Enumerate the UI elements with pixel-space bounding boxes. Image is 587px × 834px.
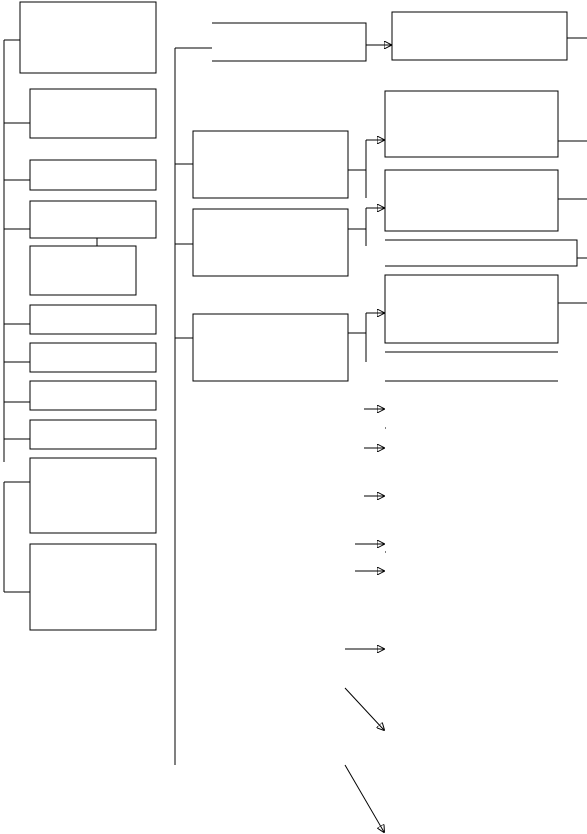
- left-box-2: [29, 159, 157, 191]
- diagonal-arrow-1: [344, 687, 384, 730]
- middle-box-1: [192, 130, 349, 199]
- left-box-4: [29, 304, 157, 335]
- left-box-8: [29, 457, 157, 534]
- branch-3: [348, 332, 367, 362]
- left-box-9: [29, 543, 157, 631]
- left-box-7: [29, 419, 157, 450]
- left-box-5: [29, 342, 157, 373]
- left-box-6: [29, 380, 157, 411]
- middle-box-3: [192, 313, 349, 382]
- branch-2: [348, 228, 367, 246]
- right-band-1: [385, 239, 578, 267]
- left-box-3: [29, 200, 157, 239]
- middle-box-2: [192, 208, 349, 277]
- right-box-3: [384, 274, 559, 344]
- right-top-box: [391, 11, 568, 61]
- diagonal-arrow-2: [344, 764, 384, 832]
- right-column: [344, 11, 587, 832]
- left-box-3-sub: [29, 245, 137, 296]
- left-column: [3, 1, 157, 631]
- left-box-1: [29, 88, 157, 139]
- left-top-box: [19, 1, 157, 74]
- middle-top-box: [212, 22, 367, 62]
- branch-1: [348, 169, 367, 198]
- middle-column: [174, 22, 391, 765]
- right-box-1: [384, 90, 559, 158]
- right-box-2: [384, 169, 559, 232]
